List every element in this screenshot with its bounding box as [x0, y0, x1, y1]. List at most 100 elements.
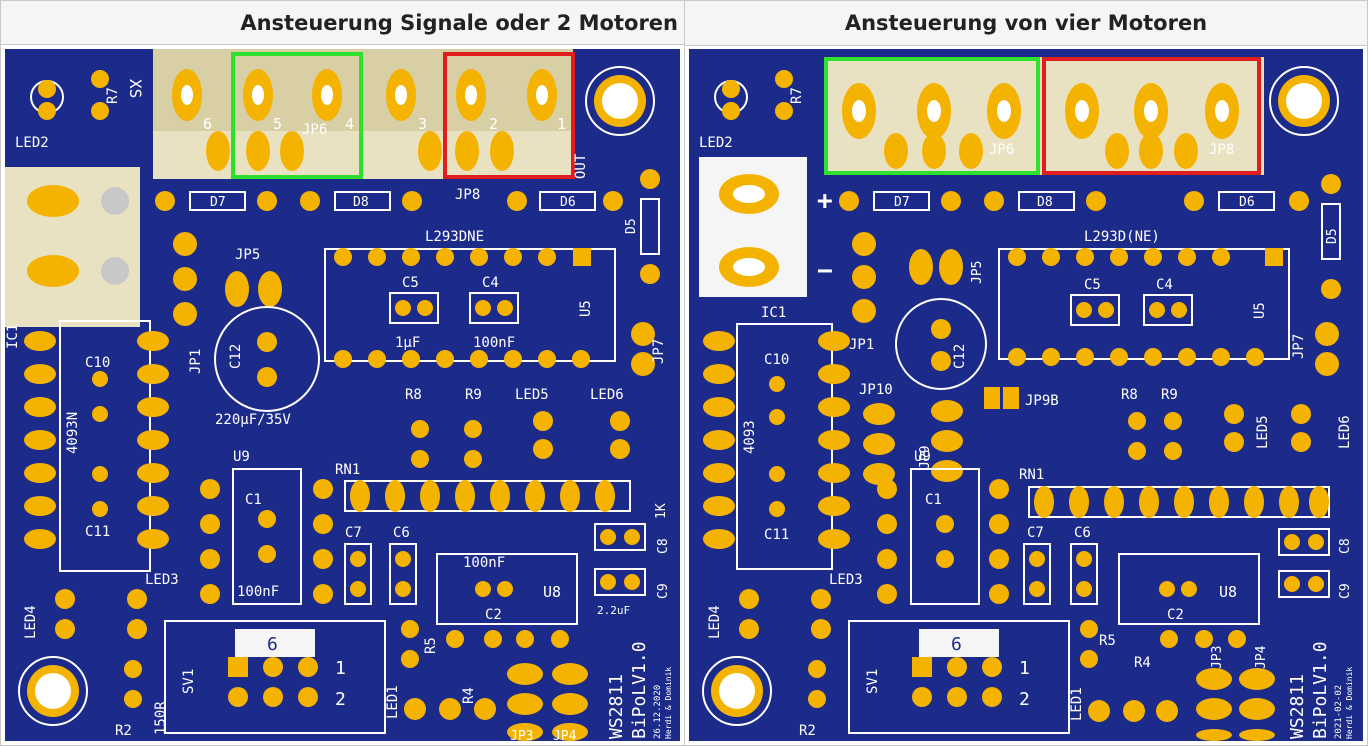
- mounting-hole-bl-r: [702, 656, 772, 726]
- label-pin6: 6: [203, 115, 212, 133]
- label-c1-value: 100nF: [237, 584, 279, 600]
- label-led2-r: LED2: [699, 135, 733, 151]
- cap-c12: [214, 306, 320, 412]
- ic-l293: [324, 248, 616, 362]
- label-c6: C6: [393, 525, 410, 541]
- panel-heading-right: Ansteuerung von vier Motoren: [685, 1, 1367, 46]
- label-jp3: JP3: [510, 729, 533, 741]
- label-led1: LED1: [385, 685, 401, 719]
- label-4093-r: 4093: [742, 420, 758, 454]
- label-bipol-r: BiPoLV1.0: [1310, 641, 1331, 739]
- label-u5: U5: [578, 300, 594, 317]
- label-author-r: Herdi & Dominik: [1345, 667, 1354, 739]
- label-sv1-row1-r: 1: [1019, 658, 1030, 679]
- ic-u8-r: [1118, 553, 1260, 625]
- connector-sv1-r: [848, 620, 1070, 734]
- highlight-green-left: [231, 52, 363, 179]
- label-c1: C1: [245, 492, 262, 508]
- label-jp3-r: JP3: [1210, 646, 1225, 669]
- label-c5: C5: [402, 275, 419, 291]
- label-c11: C11: [85, 524, 110, 540]
- label-jp8-r: JP8: [1209, 142, 1234, 158]
- label-d6-r: D6: [1239, 195, 1255, 210]
- ic-l293-r: [998, 248, 1290, 360]
- label-c12-r: C12: [952, 344, 968, 369]
- label-ic1: IC1: [5, 324, 21, 349]
- highlight-green-right: [824, 57, 1040, 175]
- label-plus: +: [817, 186, 833, 216]
- label-r8-r: R8: [1121, 387, 1138, 403]
- label-c9-r: C9: [1338, 583, 1353, 599]
- label-author: Herdi & Dominik: [664, 667, 673, 739]
- label-r4-r: R4: [1134, 655, 1151, 671]
- label-l293-r: L293D(NE): [1084, 229, 1160, 245]
- reg-u9: [232, 468, 302, 605]
- label-d8-r: D8: [1037, 195, 1053, 210]
- ic-u8: [436, 553, 578, 625]
- label-c12: C12: [228, 344, 244, 369]
- panel-four-motors: Ansteuerung von vier Motoren JP6: [685, 1, 1367, 745]
- label-date: 26.12.2020: [653, 685, 663, 739]
- label-xs: XS: [126, 79, 145, 98]
- label-sv1-row2: 2: [335, 689, 346, 710]
- label-jp7: JP7: [651, 339, 667, 364]
- label-r2-r: R2: [799, 723, 816, 739]
- label-d7: D7: [210, 195, 226, 210]
- label-led5-r: LED5: [1255, 415, 1271, 449]
- label-jp10: JP10: [859, 382, 893, 398]
- pcb-left-svg: XS 6 5 4 3 2 1 JP6 OUT JP8 LED2 R7: [5, 49, 680, 741]
- label-jp4-r: JP4: [1254, 645, 1269, 669]
- label-sv1-pin-count: 6: [267, 634, 278, 655]
- label-d5: D5: [624, 218, 639, 234]
- label-r9-r: R9: [1161, 387, 1178, 403]
- label-c10-r: C10: [764, 352, 789, 368]
- label-rn1: RN1: [335, 462, 360, 478]
- label-sv1-pin-count-r: 6: [951, 634, 962, 655]
- label-pin2: 2: [489, 115, 498, 133]
- label-u8: U8: [543, 583, 561, 601]
- label-u5-r: U5: [1252, 302, 1268, 319]
- label-u9: U9: [233, 449, 250, 465]
- pcb-render-left: XS 6 5 4 3 2 1 JP6 OUT JP8 LED2 R7: [5, 49, 680, 741]
- label-ws2811: WS2811: [606, 674, 627, 739]
- label-jp4: JP4: [553, 729, 577, 741]
- label-ws2811-r: WS2811: [1287, 674, 1308, 739]
- label-c10: C10: [85, 355, 110, 371]
- label-pin1: 1: [557, 115, 566, 133]
- label-c12-value: 220µF/35V: [215, 412, 291, 428]
- label-out: OUT: [573, 153, 589, 179]
- highlight-red-left: [443, 52, 575, 179]
- label-r2: R2: [115, 723, 132, 739]
- label-led2: LED2: [15, 135, 49, 151]
- pcb-right-svg: JP6 JP8 LED2 R7 + −: [689, 49, 1363, 741]
- label-c2-value: 100nF: [463, 555, 505, 571]
- label-r4: R4: [461, 687, 477, 704]
- label-ic1-r: IC1: [761, 305, 786, 321]
- label-pin4: 4: [345, 115, 354, 133]
- label-jp9b: JP9B: [1025, 393, 1059, 409]
- label-c4-value: 100nF: [473, 335, 515, 351]
- label-r2-value: 150R: [153, 701, 169, 735]
- pcb-render-right: JP6 JP8 LED2 R7 + −: [689, 49, 1363, 741]
- label-r8: R8: [405, 387, 422, 403]
- label-sv1-row2-r: 2: [1019, 689, 1030, 710]
- label-led6: LED6: [590, 387, 624, 403]
- mounting-hole-tr-r: [1269, 66, 1339, 136]
- label-jp9: JP9: [918, 446, 933, 469]
- label-c5-value: 1µF: [395, 335, 420, 351]
- label-jp5-r: JP5: [970, 261, 985, 284]
- label-c6-r: C6: [1074, 525, 1091, 541]
- label-sv1-row1: 1: [335, 658, 346, 679]
- label-rn1-r: RN1: [1019, 467, 1044, 483]
- mounting-hole-bl: [18, 656, 88, 726]
- label-c2-r: C2: [1167, 607, 1184, 623]
- label-d7-r: D7: [894, 195, 910, 210]
- label-r7: R7: [105, 87, 121, 104]
- label-jp8: JP8: [455, 187, 480, 203]
- label-pin3: 3: [418, 115, 427, 133]
- label-sv1-r: SV1: [865, 669, 881, 694]
- label-bipol: BiPoLV1.0: [629, 641, 650, 739]
- label-sv1: SV1: [181, 669, 197, 694]
- label-jp6: JP6: [302, 122, 327, 138]
